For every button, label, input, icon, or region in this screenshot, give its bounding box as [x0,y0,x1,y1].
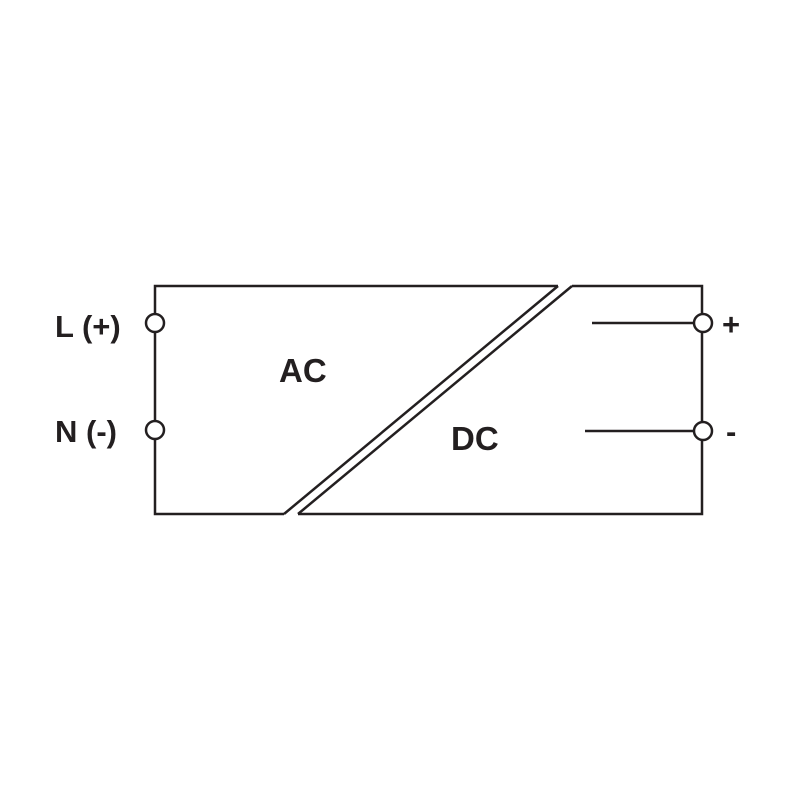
box-outline-left [153,284,558,516]
terminal-plus-icon [692,312,714,334]
output-label-minus: - [726,414,736,449]
output-label-plus: + [722,307,740,342]
divider-diagonal-2 [297,285,573,515]
dc-label: DC [451,420,499,457]
divider-diagonal-1 [283,285,559,515]
box-outline-right [298,284,704,516]
ac-label: AC [279,352,327,389]
terminal-l-icon [144,312,166,334]
input-label-l: L (+) [55,309,121,344]
terminal-n-icon [144,419,166,441]
input-label-n: N (-) [55,414,117,449]
terminal-minus-icon [692,420,714,442]
